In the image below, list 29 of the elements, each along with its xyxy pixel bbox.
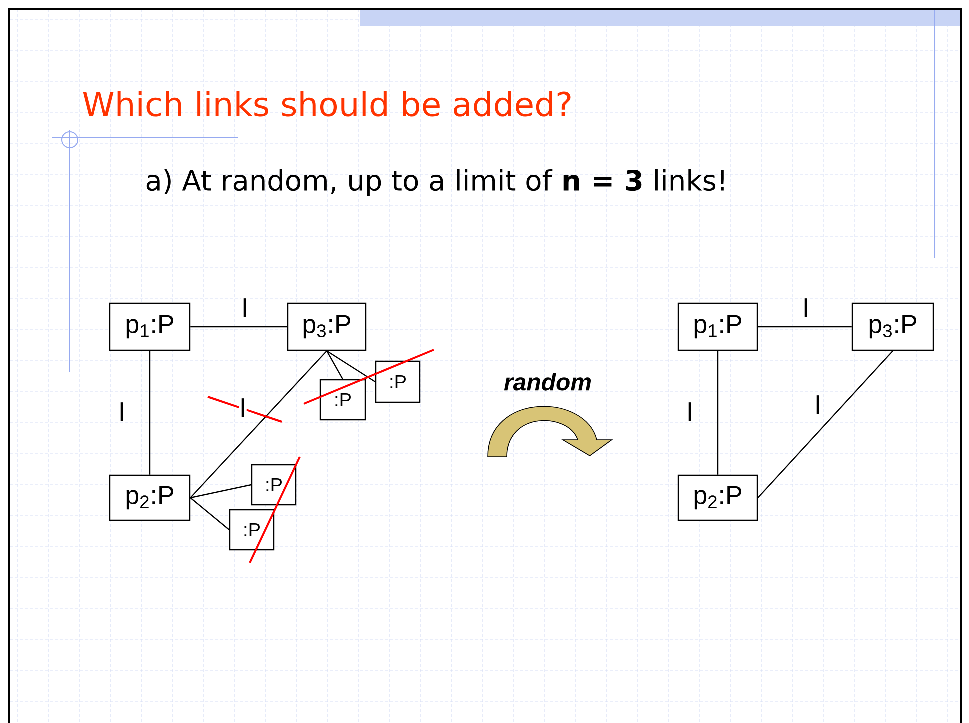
link-line (190, 350, 328, 498)
object-box: p$_{2}$:P (109, 474, 191, 522)
edge-label: l (814, 394, 822, 416)
link-line (326, 350, 376, 382)
link-line (149, 351, 151, 475)
arrow-caption: random (504, 373, 592, 391)
link-line (190, 498, 230, 530)
object-box: p$_{1}$:P (678, 302, 758, 352)
edge-label: l (686, 402, 694, 422)
edge-label: l (239, 398, 247, 418)
link-line (190, 484, 252, 499)
edge-label: l (241, 298, 249, 318)
object-box: :P (229, 509, 275, 551)
link-line (758, 350, 894, 498)
object-box: :P (320, 379, 366, 421)
edge-label: l (802, 298, 810, 318)
edge-label: l (118, 402, 126, 422)
slide-subtitle: a) At random, up to a limit of n = 3 links! (146, 169, 724, 197)
object-box: :P (251, 464, 297, 506)
link-line (190, 326, 288, 328)
object-box: p$_{1}$:P (109, 302, 191, 352)
link-line (758, 326, 852, 328)
object-box: p$_{2}$:P (678, 474, 758, 522)
slide-title: Which links should be added? (83, 91, 571, 117)
object-box: p$_{3}$:P (852, 302, 934, 352)
link-line (717, 351, 719, 475)
object-box: p$_{3}$:P (287, 302, 367, 352)
link-line (326, 350, 344, 380)
object-box: :P (375, 360, 421, 404)
